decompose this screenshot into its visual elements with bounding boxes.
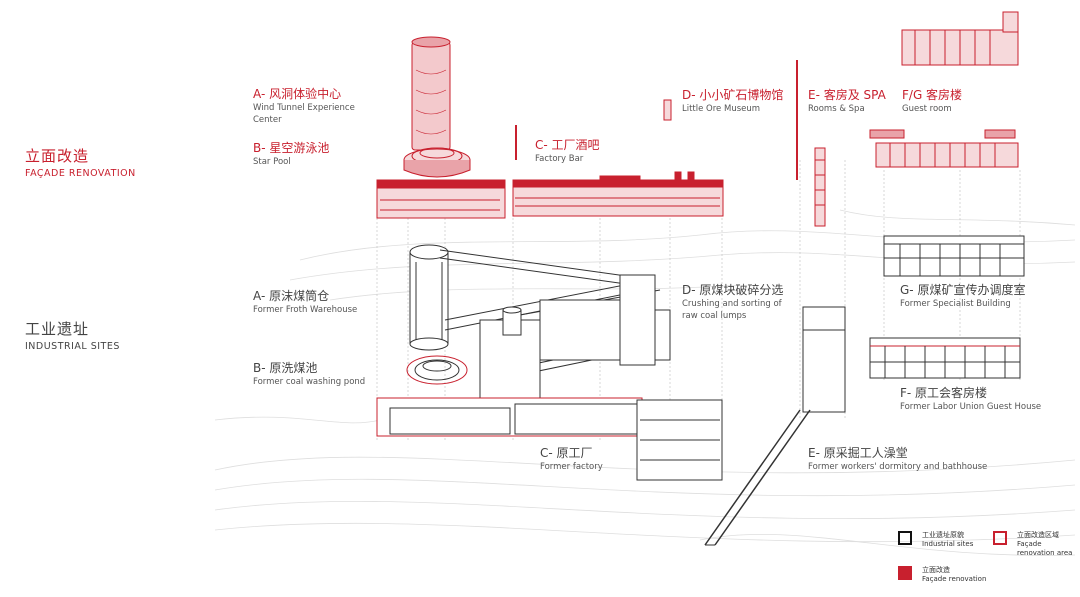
label-bottom-e: E- 原采掘工人澡堂 Former workers' dormitory and… (808, 446, 987, 473)
label-bottom-e-cn: E- 原采掘工人澡堂 (808, 446, 908, 460)
legend-renovation-area-en1: Façade (1017, 540, 1042, 548)
legend-item-renovation-area: 立面改造区域 Façade renovation area (1017, 531, 1072, 558)
renovation-b-star-pool (403, 147, 471, 178)
label-top-c: C- 工厂酒吧 Factory Bar (535, 138, 600, 165)
site-d-crushing-plant (479, 274, 671, 401)
label-top-d-cn: D- 小小矿石博物馆 (682, 88, 784, 102)
label-bottom-f: F- 原工会客房楼 Former Labor Union Guest House (900, 386, 1041, 413)
label-bottom-b-cn: B- 原洗煤池 (253, 361, 318, 375)
label-bottom-a: A- 原沫煤筒仓 Former Froth Warehouse (253, 289, 357, 316)
label-bottom-a-en: Former Froth Warehouse (253, 305, 358, 315)
label-bottom-c-en: Former factory (540, 462, 603, 472)
legend-renovation-area-cn: 立面改造区域 (1017, 531, 1059, 539)
legend-swatch-industrial (898, 531, 912, 545)
renovation-d-ore-museum (663, 99, 672, 121)
label-bottom-c-cn: C- 原工厂 (540, 446, 593, 460)
site-a-froth-silo (409, 244, 449, 351)
label-top-e-cn: E- 客房及 SPA (808, 88, 886, 102)
label-bottom-f-en: Former Labor Union Guest House (900, 402, 1042, 412)
renovation-c-factory-bar (512, 125, 724, 217)
label-bottom-g-cn: G- 原煤矿宣传办调度室 (900, 283, 1026, 297)
renovation-a-wind-tunnel (411, 36, 451, 151)
legend-item-industrial: 工业遗址原貌 Industrial sites (922, 531, 973, 549)
legend-industrial-cn: 工业遗址原貌 (922, 531, 964, 539)
label-top-fg-en: Guest room (902, 104, 952, 114)
label-top-a-en2: Center (253, 115, 282, 125)
label-bottom-f-cn: F- 原工会客房楼 (900, 386, 988, 400)
label-bottom-d-cn: D- 原煤块破碎分选 (682, 283, 784, 297)
legend-renovation-cn: 立面改造 (922, 566, 950, 574)
legend-renovation-en: Façade renovation (922, 575, 987, 583)
label-bottom-c: C- 原工厂 Former factory (540, 446, 603, 473)
label-bottom-b-en: Former coal washing pond (253, 377, 366, 387)
label-bottom-d-en1: Crushing and sorting of (682, 299, 782, 309)
label-top-a: A- 风洞体验中心 Wind Tunnel Experience Center (253, 87, 355, 126)
label-bottom-e-en: Former workers' dormitory and bathhouse (808, 462, 988, 472)
label-bottom-g-en: Former Specialist Building (900, 299, 1011, 309)
label-top-d: D- 小小矿石博物馆 Little Ore Museum (682, 88, 783, 115)
legend-swatch-renovation (898, 566, 912, 580)
label-bottom-g: G- 原煤矿宣传办调度室 Former Specialist Building (900, 283, 1025, 310)
section-facade-en: FAÇADE RENOVATION (25, 168, 136, 179)
renovation-a-b-base (376, 179, 506, 219)
label-top-fg: F/G 客房楼 Guest room (902, 88, 962, 115)
section-industrial-en: INDUSTRIAL SITES (25, 341, 120, 352)
section-facade-renovation: 立面改造 FAÇADE RENOVATION (25, 145, 136, 179)
legend-item-renovation: 立面改造 Façade renovation (922, 566, 986, 584)
section-industrial-sites: 工业遗址 INDUSTRIAL SITES (25, 318, 120, 352)
label-top-a-en1: Wind Tunnel Experience (253, 103, 355, 113)
label-bottom-a-cn: A- 原沫煤筒仓 (253, 289, 330, 303)
site-c-former-factory (376, 397, 723, 481)
legend-swatch-renovation-area (993, 531, 1007, 545)
label-top-c-cn: C- 工厂酒吧 (535, 138, 600, 152)
site-b-washing-pond (406, 355, 468, 385)
renovation-e-rooms-spa (796, 60, 826, 227)
label-top-b-en: Star Pool (253, 157, 291, 167)
renovation-fg-guest-rooms (869, 11, 1019, 168)
section-industrial-cn: 工业遗址 (25, 320, 90, 338)
site-g-specialist-building (883, 235, 1025, 277)
label-top-e: E- 客房及 SPA Rooms & Spa (808, 88, 886, 115)
label-top-c-en: Factory Bar (535, 154, 584, 164)
section-facade-cn: 立面改造 (25, 147, 90, 165)
site-e-bathhouse (704, 306, 846, 546)
legend-renovation-area-en2: renovation area (1017, 549, 1073, 557)
label-top-b: B- 星空游泳池 Star Pool (253, 141, 329, 168)
label-top-a-cn: A- 风洞体验中心 (253, 87, 342, 101)
label-top-b-cn: B- 星空游泳池 (253, 141, 330, 155)
label-top-fg-cn: F/G 客房楼 (902, 88, 963, 102)
label-bottom-b: B- 原洗煤池 Former coal washing pond (253, 361, 365, 388)
label-bottom-d-en2: raw coal lumps (682, 311, 747, 321)
site-f-union-guest-house (869, 337, 1021, 379)
label-top-e-en: Rooms & Spa (808, 104, 865, 114)
label-top-d-en: Little Ore Museum (682, 104, 761, 114)
legend-industrial-en: Industrial sites (922, 540, 974, 548)
label-bottom-d: D- 原煤块破碎分选 Crushing and sorting of raw c… (682, 283, 783, 322)
